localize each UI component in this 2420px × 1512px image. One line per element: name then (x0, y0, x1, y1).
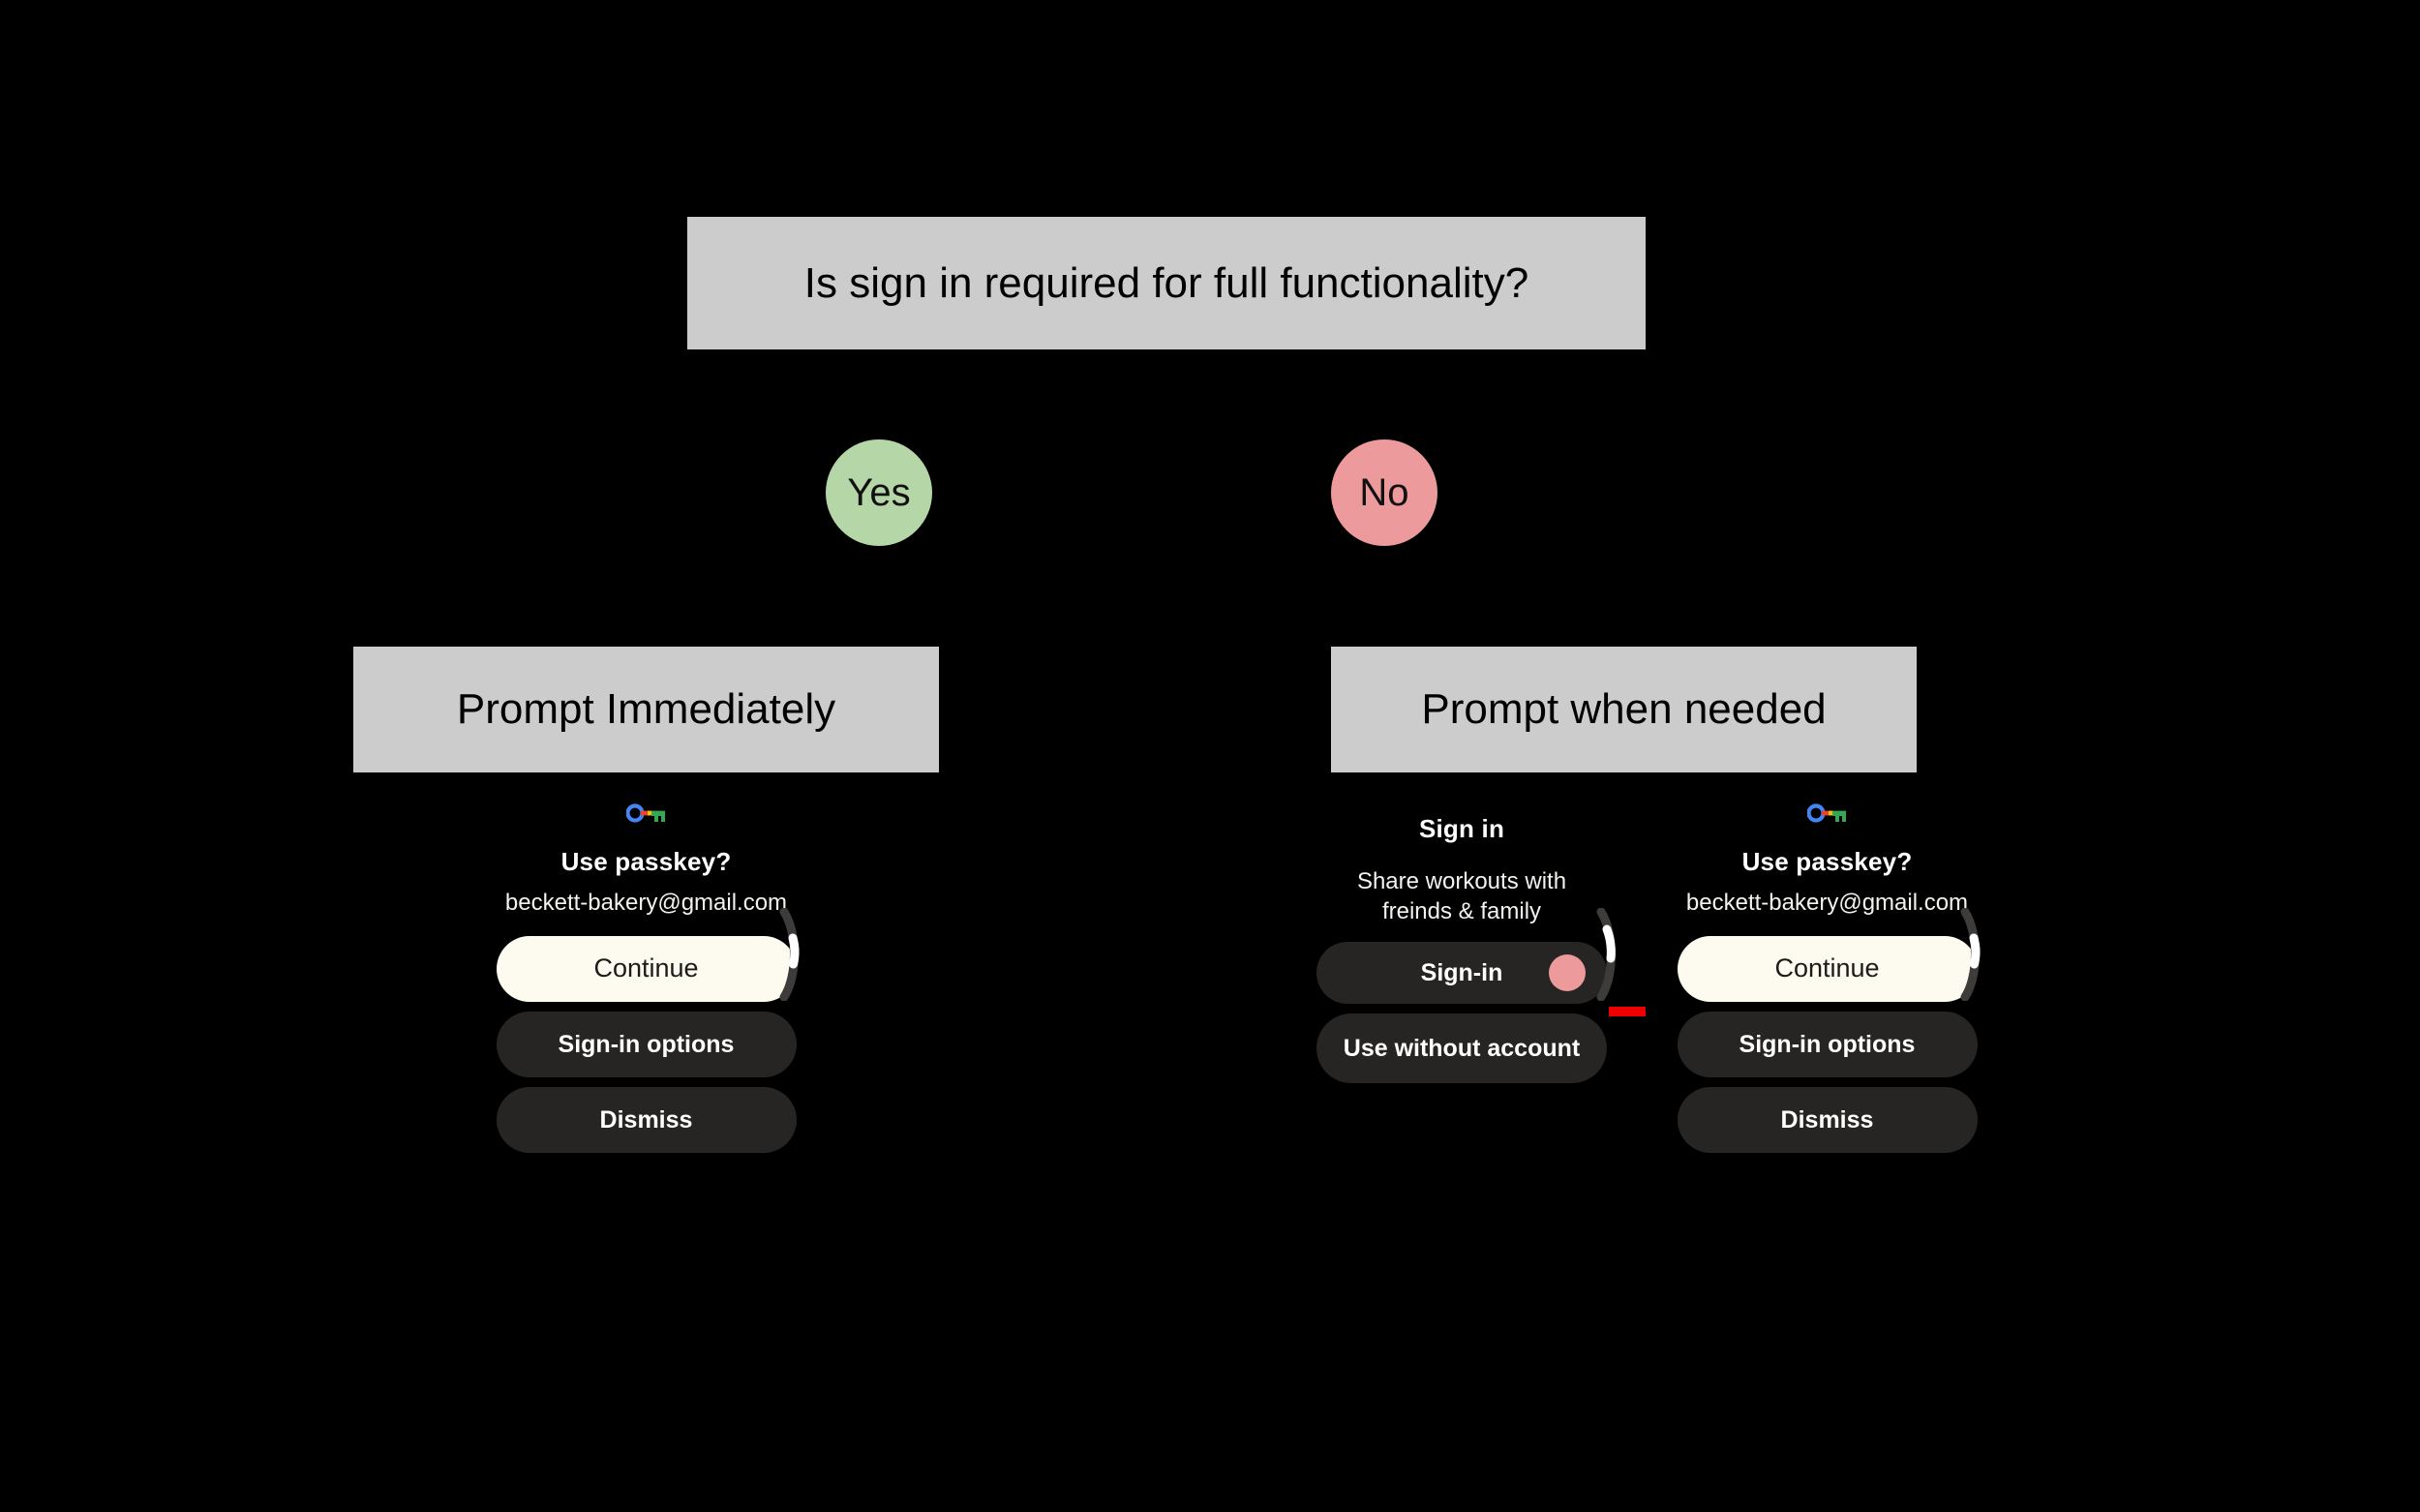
panel-title: Sign in (1418, 814, 1505, 843)
continue-button[interactable]: Continue (496, 935, 797, 1002)
panel-subtitle-value-prop: Share workouts with freinds & family (1356, 867, 1567, 924)
connector-question-to-no-down (1383, 396, 1385, 440)
panel-subtitle-account-email: beckett-bakery@gmail.com (504, 889, 788, 916)
google-passkey-icon (625, 803, 665, 823)
outcome-box-prompt-immediately: Prompt Immediately (353, 647, 939, 772)
dismiss-button[interactable]: Dismiss (1677, 1086, 1978, 1153)
panel-title: Use passkey? (1741, 847, 1913, 876)
panel-middle-signin: Sign in Share workouts with freinds & fa… (1302, 801, 1621, 1344)
use-without-account-button[interactable]: Use without account (1316, 1013, 1607, 1084)
panel-left-passkey: Use passkey? beckett-bakery@gmail.com Co… (465, 801, 828, 1344)
rotary-scroll-indicator-icon[interactable] (1591, 908, 1624, 1001)
panel-right-passkey: Use passkey? beckett-bakery@gmail.com Co… (1646, 801, 2009, 1344)
connector-question-to-yes-down (878, 396, 880, 440)
branch-no[interactable]: No (1331, 439, 1437, 546)
decision-question-box: Is sign in required for full functionali… (687, 217, 1646, 349)
branch-yes[interactable]: Yes (826, 439, 932, 546)
google-passkey-icon (1806, 803, 1846, 823)
connector-yes-to-prompt-immediately-h (646, 645, 880, 647)
connector-question-to-yes (1165, 349, 1167, 396)
connector-question-to-no-horizontal (1165, 396, 1384, 398)
connector-question-to-yes-horizontal (879, 396, 1167, 398)
dismiss-button[interactable]: Dismiss (496, 1086, 797, 1153)
sign-in-button[interactable]: Sign-in (1316, 942, 1607, 1005)
connector-yes-to-prompt-immediately (878, 546, 880, 647)
panel-subtitle-account-email: beckett-bakery@gmail.com (1685, 889, 1969, 916)
sign-in-button-label: Sign-in (1420, 959, 1503, 987)
connector-no-to-prompt-when-needed-h (1383, 645, 1625, 647)
connector-no-to-prompt-when-needed (1383, 546, 1385, 647)
continue-button[interactable]: Continue (1677, 935, 1978, 1002)
outcome-box-prompt-when-needed: Prompt when needed (1331, 647, 1917, 772)
rotary-scroll-indicator-icon[interactable] (1955, 908, 1988, 1001)
account-avatar-dot-icon (1549, 954, 1586, 992)
rotary-scroll-indicator-icon[interactable] (774, 908, 807, 1001)
sign-in-options-button[interactable]: Sign-in options (496, 1011, 797, 1077)
panel-title: Use passkey? (560, 847, 732, 876)
sign-in-options-button[interactable]: Sign-in options (1677, 1011, 1978, 1077)
